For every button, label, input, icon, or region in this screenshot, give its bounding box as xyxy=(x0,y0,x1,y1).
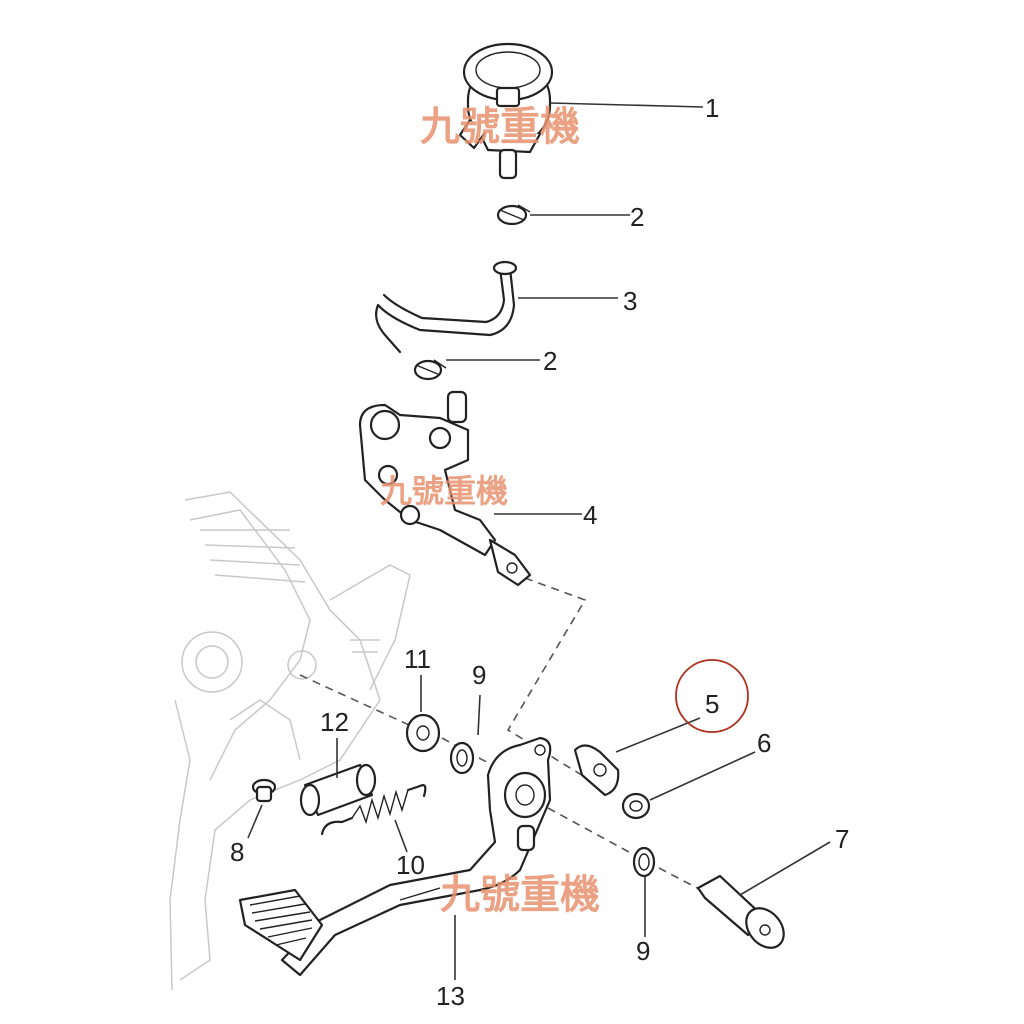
callout-5: 5 xyxy=(705,689,719,719)
callout-11: 11 xyxy=(404,644,431,674)
brake-fluid-reservoir xyxy=(458,42,554,180)
rear-brake-master-cylinder xyxy=(358,390,532,587)
watermarks: 九號重機 九號重機 九號重機 xyxy=(380,104,600,918)
reservoir-hose xyxy=(375,260,518,354)
hose-clamp-lower xyxy=(413,359,447,381)
callout-6: 6 xyxy=(757,728,771,758)
callout-9-lower: 9 xyxy=(636,936,650,966)
callout-numbers: 1 2 3 2 4 5 6 7 8 9 9 10 11 12 13 xyxy=(230,93,849,1011)
brake-pedal xyxy=(238,736,552,977)
frame-bracket-ghost xyxy=(169,491,411,991)
callout-10: 10 xyxy=(396,850,425,880)
hose-clamp-upper xyxy=(496,204,531,226)
callout-2-upper: 2 xyxy=(630,202,644,232)
washer-6 xyxy=(621,792,651,820)
watermark-middle: 九號重機 xyxy=(380,472,508,510)
highlight-circle-part-5 xyxy=(675,659,749,733)
return-spring xyxy=(320,784,427,836)
callout-2-lower: 2 xyxy=(543,346,557,376)
callout-12: 12 xyxy=(320,707,349,737)
callout-4: 4 xyxy=(583,500,597,530)
callout-7: 7 xyxy=(835,824,849,854)
callout-13: 13 xyxy=(436,981,465,1011)
pushrod-clevis xyxy=(573,744,620,797)
callout-8: 8 xyxy=(230,837,244,867)
screw-8 xyxy=(251,778,277,803)
watermark-top: 九號重機 xyxy=(420,104,580,150)
leader-lines xyxy=(247,102,831,980)
callout-9-upper: 9 xyxy=(472,660,486,690)
bushing-12 xyxy=(299,763,377,817)
callout-1: 1 xyxy=(705,93,719,123)
washer-9-lower xyxy=(632,846,656,878)
pivot-bolt xyxy=(696,874,785,949)
washer-9-upper xyxy=(449,741,475,775)
callout-3: 3 xyxy=(623,286,637,316)
watermark-bottom: 九號重機 xyxy=(440,872,600,918)
washer-11 xyxy=(405,713,441,753)
